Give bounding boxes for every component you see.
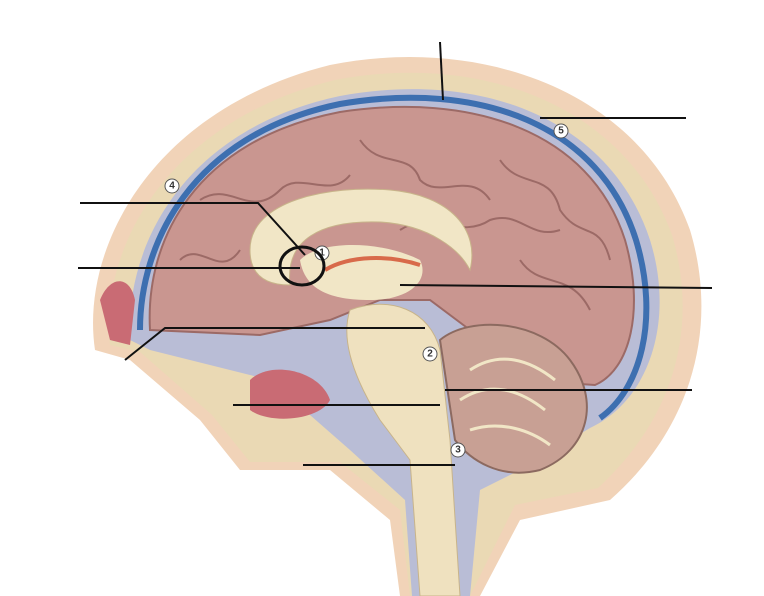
- svg-text:2: 2: [427, 349, 433, 360]
- cerebrum: [148, 105, 635, 387]
- svg-text:5: 5: [558, 126, 564, 137]
- svg-text:1: 1: [319, 248, 325, 259]
- brainstem: [346, 303, 461, 596]
- marker-4: 4: [164, 178, 180, 194]
- leader-line-top: [439, 41, 444, 101]
- marker-1: 1: [314, 245, 330, 261]
- leader-line-right-2: [399, 284, 713, 289]
- corpus-callosum: [249, 188, 473, 286]
- highlight-circle: [278, 245, 326, 287]
- marker-2: 2: [422, 346, 438, 362]
- leader-line-left-1: [80, 202, 306, 256]
- frontal-sinus: [100, 281, 135, 345]
- sphenoid-sinus: [250, 369, 330, 419]
- svg-text:3: 3: [455, 445, 461, 456]
- svg-text:4: 4: [169, 181, 175, 192]
- cerebellum: [438, 323, 588, 474]
- choroid-plexus: [323, 256, 421, 272]
- leader-line-left-3: [124, 327, 425, 361]
- marker-5: 5: [553, 123, 569, 139]
- marker-3: 3: [450, 442, 466, 458]
